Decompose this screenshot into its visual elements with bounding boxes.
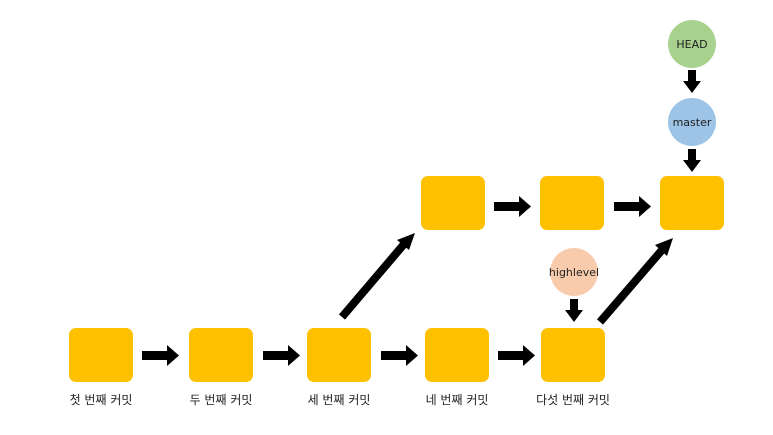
- commit-label-1: 첫 번째 커밋: [70, 393, 133, 407]
- arrow-c2-c3: [263, 345, 300, 366]
- commit-node-5: [541, 328, 605, 382]
- arrow-c5-u3: [596, 238, 673, 325]
- head-ref-node: [668, 20, 716, 68]
- commit-node-1: [69, 328, 133, 382]
- master-ref-label: master: [673, 116, 712, 129]
- commit-label-2: 두 번째 커밋: [190, 393, 253, 407]
- commit-label-4: 네 번째 커밋: [426, 393, 489, 407]
- highlevel-ref-label: highlevel: [549, 266, 599, 279]
- arrow-c1-c2: [142, 345, 179, 366]
- commit-node-upper-3: [660, 176, 724, 230]
- arrow-master-u3: [683, 149, 701, 172]
- arrow-c3-u1: [338, 233, 415, 320]
- commit-label-3: 세 번째 커밋: [308, 393, 371, 407]
- arrow-u1-u2: [494, 196, 531, 217]
- arrow-highlevel-c5: [565, 299, 583, 322]
- commit-node-4: [425, 328, 489, 382]
- commit-node-3: [307, 328, 371, 382]
- commit-node-upper-1: [421, 176, 485, 230]
- commit-node-upper-2: [540, 176, 604, 230]
- commit-node-2: [189, 328, 253, 382]
- commit-label-5: 다섯 번째 커밋: [536, 393, 610, 407]
- arrow-head-master: [683, 70, 701, 93]
- arrow-c4-c5: [498, 345, 535, 366]
- arrow-c3-c4: [381, 345, 418, 366]
- master-ref-node: [668, 98, 716, 146]
- head-ref-label: HEAD: [676, 38, 707, 51]
- highlevel-ref-node: [550, 248, 598, 296]
- arrow-u2-u3: [614, 196, 651, 217]
